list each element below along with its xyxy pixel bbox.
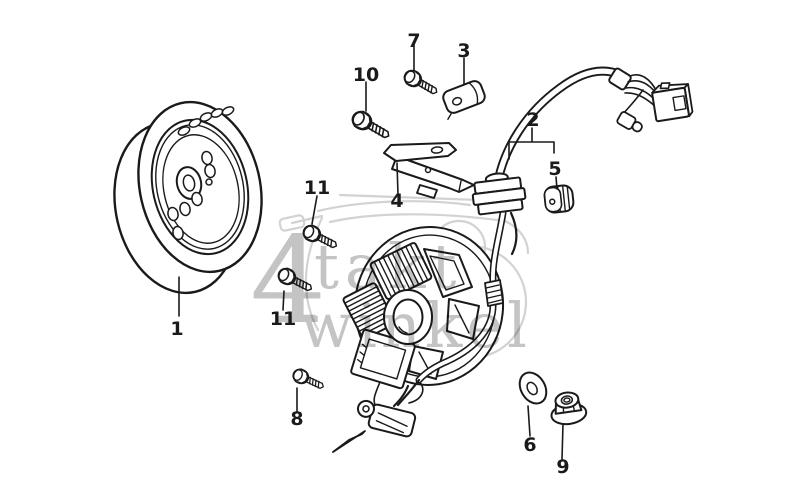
label-2-bracket [508, 127, 555, 160]
part-label-11-lower: 11 [270, 308, 296, 330]
watermark-word-1: takt [314, 230, 462, 303]
part-label-8: 8 [290, 408, 303, 430]
bolt-10 [348, 107, 394, 145]
wire-clamp [442, 80, 486, 120]
flywheel-holes [167, 150, 216, 241]
bolt-7 [400, 66, 442, 100]
flange-nut [550, 391, 588, 426]
part-label-4: 4 [390, 190, 403, 212]
stator-coils [342, 242, 480, 390]
washer [518, 371, 548, 405]
part-label-5: 5 [548, 158, 561, 180]
part-label-10: 10 [353, 64, 379, 86]
part-label-6: 6 [523, 434, 536, 456]
flywheel-vent-slots [177, 106, 235, 136]
bullet-terminal [616, 111, 643, 133]
wire-harness [396, 66, 694, 407]
part-label-11-upper: 11 [304, 177, 330, 199]
leader-lines [178, 44, 564, 460]
wiring-connector [651, 82, 694, 123]
pickup-coil [332, 399, 417, 453]
watermark-word-2: winkel [300, 289, 531, 362]
part-label-2: 2 [526, 109, 539, 131]
part-label-9: 9 [556, 456, 569, 478]
watermark-text: 4 takt winkel [250, 212, 531, 362]
bracket-arm [383, 142, 475, 199]
part-label-1: 1 [170, 318, 183, 340]
harness-sleeve [484, 279, 504, 307]
harness-sheath-end [608, 67, 632, 91]
part-label-3: 3 [457, 40, 470, 62]
harness-grommet [471, 172, 527, 216]
part-label-7: 7 [407, 30, 420, 52]
rubber-grommet [543, 184, 575, 214]
flywheel [113, 100, 263, 295]
